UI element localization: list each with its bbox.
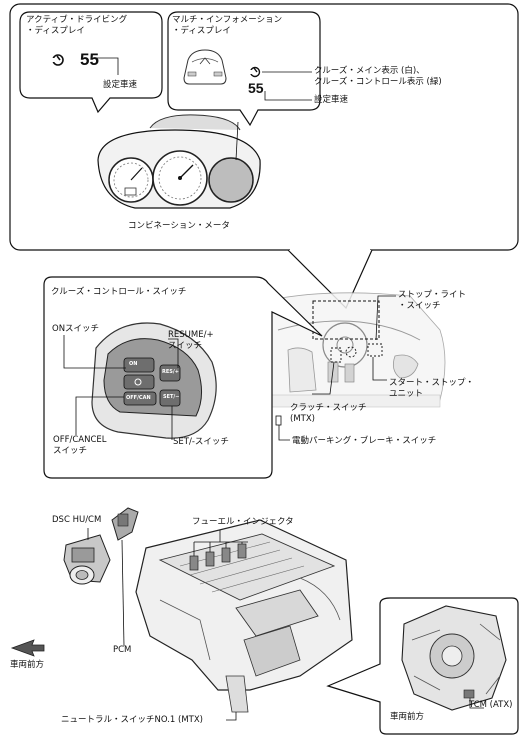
multi-speed-value: 55 (248, 80, 264, 96)
cruise-icon-multi (249, 66, 261, 78)
btn-res-text: RES/+ (162, 369, 179, 375)
cabin-illustration (269, 292, 446, 408)
engine-assembly (135, 519, 353, 713)
cruise-icon-active (51, 54, 64, 66)
vehicle-front-label-2: 車両前方 (390, 712, 425, 722)
vehicle-front-label: 車両前方 (10, 660, 45, 670)
multi-set-speed-label: 設定車速 (314, 95, 349, 105)
dsc-hu-cm (63, 534, 111, 585)
clutch-switch-label: クラッチ・スイッチ (MTX) (290, 403, 367, 424)
btn-off-text: OFF/CAN (126, 395, 151, 401)
epb-switch-label: 電動パーキング・ブレーキ・スイッチ (292, 436, 437, 446)
switch-panel-title: クルーズ・コントロール・スイッチ (51, 287, 187, 297)
front-arrow-icon (10, 639, 45, 657)
resume-switch-label: RESUME/+ スイッチ (168, 330, 214, 351)
injector-label: フューエル・インジェクタ (192, 517, 294, 527)
combination-meter (97, 129, 261, 209)
multi-info-callout (167, 11, 321, 127)
active-speed-value: 55 (80, 50, 99, 69)
transmission (401, 605, 507, 711)
pcm-label: PCM (113, 645, 132, 655)
combination-meter-label: コンビネーション・メータ (128, 221, 230, 231)
car-icon (183, 49, 227, 85)
btn-on-text: ON (129, 361, 138, 367)
btn-set-text: SET/− (163, 394, 180, 400)
neutral-switch-label: ニュートラル・スイッチNO.1 (MTX) (61, 715, 203, 725)
stop-light-switch-label: ストップ・ライト ・スイッチ (398, 290, 467, 311)
cruise-indicator-label: クルーズ・メイン表示 (白)、 クルーズ・コントロール表示 (緑) (314, 66, 442, 87)
tcm-label: TCM (ATX) (469, 700, 513, 710)
active-set-speed-label: 設定車速 (103, 80, 138, 90)
on-switch-label: ONスイッチ (52, 324, 100, 334)
off-cancel-switch-label: OFF/CANCEL スイッチ (53, 435, 107, 456)
dsc-label: DSC HU/CM (52, 515, 102, 525)
multi-info-label: マルチ・インフォメーション ・ディスプレイ (172, 15, 283, 36)
active-display-callout (19, 11, 163, 114)
active-display-label: アクティブ・ドライビング ・ディスプレイ (26, 15, 128, 36)
steering-switch-unit (91, 322, 217, 439)
start-stop-unit-label: スタート・ストップ・ ユニット (389, 378, 475, 399)
pcm (111, 507, 139, 541)
set-switch-label: SET/-スイッチ (173, 437, 229, 447)
